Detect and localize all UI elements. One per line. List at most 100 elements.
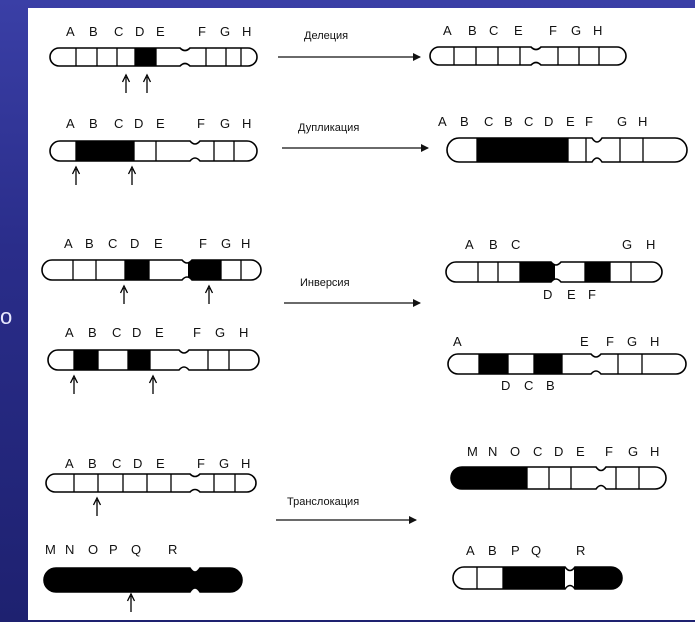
trans-before-top-gene-label: C bbox=[112, 456, 121, 471]
inv2-before-gene-label: B bbox=[88, 325, 97, 340]
del-after-gene-label: F bbox=[549, 23, 557, 38]
inv1-before-gene-label: C bbox=[108, 236, 117, 251]
inv2-after-bottom-gene-label: B bbox=[546, 378, 555, 393]
trans-after-top-gene-label: M bbox=[467, 444, 478, 459]
trans-before-chromosome-2-outline bbox=[43, 567, 243, 593]
trans-before-bottom-gene-label: P bbox=[109, 542, 118, 557]
del-arrow-2-head bbox=[142, 73, 152, 83]
inv1-after-chromosome-band-1 bbox=[585, 262, 610, 282]
trans-before-top-gene-label: E bbox=[156, 456, 165, 471]
figure-canvas: Делеция Дупликация Инверсия Транслокация… bbox=[41, 23, 688, 612]
trans-arrow-2-head bbox=[126, 592, 136, 602]
inv1-after-bottom-gene-label: E bbox=[567, 287, 576, 302]
dup-before-gene-label: A bbox=[66, 116, 75, 131]
inv2-after-top-gene-label: E bbox=[580, 334, 589, 349]
inv1-before-chromosome-bands bbox=[72, 260, 242, 280]
trans-after-top-gene-label: C bbox=[533, 444, 542, 459]
inv1-before-gene-label: H bbox=[241, 236, 250, 251]
trans-after-bottom-gene-label: A bbox=[466, 543, 475, 558]
dup-arrow-1-head bbox=[71, 165, 81, 175]
inv2-after-top-gene-label: H bbox=[650, 334, 659, 349]
trans-after-bottom-gene-label: P bbox=[511, 543, 520, 558]
trans-before-chromosome-1-outline bbox=[45, 473, 257, 493]
inv1-after-top-gene-label: G bbox=[622, 237, 632, 252]
del-before-gene-label: E bbox=[156, 24, 165, 39]
trans-before-top-gene-label: F bbox=[197, 456, 205, 471]
inv1-before-gene-label: D bbox=[130, 236, 139, 251]
trans-before-top-gene-label: A bbox=[65, 456, 74, 471]
dup-after-gene-label: H bbox=[638, 114, 647, 129]
inv2-after-top-gene-label: F bbox=[606, 334, 614, 349]
trans-after-top-gene-label: G bbox=[628, 444, 638, 459]
trans-before-chromosome-2-band-0 bbox=[44, 568, 242, 592]
dup-before-gene-label: E bbox=[156, 116, 165, 131]
del-before-gene-label: C bbox=[114, 24, 123, 39]
del-before-gene-label: H bbox=[242, 24, 251, 39]
dup-after-gene-label: A bbox=[438, 114, 447, 129]
trans-after-chromosome-2 bbox=[452, 566, 623, 590]
inv2-after-top-gene-label: G bbox=[627, 334, 637, 349]
inv1-arrow-2-head bbox=[204, 284, 214, 294]
del-before-gene-label: F bbox=[198, 24, 206, 39]
trans-after-top-gene-label: O bbox=[510, 444, 520, 459]
inv1-after-chromosome bbox=[445, 261, 663, 283]
trans-after-bottom-gene-label: Q bbox=[531, 543, 541, 558]
operation-label-translocation: Транслокация bbox=[287, 496, 359, 508]
inv2-before-chromosome-outline bbox=[47, 349, 260, 371]
chromosome-mutations-figure: Делеция Дупликация Инверсия Транслокация… bbox=[28, 8, 695, 620]
trans-after-top-gene-label: E bbox=[576, 444, 585, 459]
inv1-before-chromosome bbox=[41, 259, 262, 281]
trans-after-bottom-gene-label: R bbox=[576, 543, 585, 558]
trans-after-top-gene-label: H bbox=[650, 444, 659, 459]
inv1-before-gene-label: B bbox=[85, 236, 94, 251]
inv1-after-chromosome-bands bbox=[477, 262, 632, 282]
inv1-after-top-gene-label: A bbox=[465, 237, 474, 252]
del-after-gene-label: B bbox=[468, 23, 477, 38]
trans-before-top-gene-label: G bbox=[219, 456, 229, 471]
inv2-after-chromosome-outline bbox=[447, 353, 687, 375]
trans-before-chromosome-1 bbox=[45, 473, 257, 493]
trans-before-top-gene-label: B bbox=[88, 456, 97, 471]
inv1-arrow-1-head bbox=[119, 284, 129, 294]
del-after-gene-label: H bbox=[593, 23, 602, 38]
inv1-before-gene-label: E bbox=[154, 236, 163, 251]
inv2-after-bottom-gene-label: C bbox=[524, 378, 533, 393]
del-after-chromosome-outline bbox=[429, 46, 627, 66]
inv2-before-gene-label: F bbox=[193, 325, 201, 340]
dup-after-chromosome-band-0 bbox=[477, 138, 568, 162]
dup-before-chromosome-band-0 bbox=[76, 141, 134, 161]
trans-after-top-gene-label: N bbox=[488, 444, 497, 459]
dup-before-gene-label: C bbox=[114, 116, 123, 131]
stray-character: о bbox=[0, 304, 13, 329]
del-after-gene-label: G bbox=[571, 23, 581, 38]
dup-arrow-2-head bbox=[127, 165, 137, 175]
inv2-after-bottom-gene-label: D bbox=[501, 378, 510, 393]
trans-before-chromosome-1-bands bbox=[73, 474, 236, 492]
trans-after-chromosome-2-outline bbox=[452, 566, 623, 590]
dup-after-gene-label: B bbox=[504, 114, 513, 129]
inv1-before-chromosome-outline bbox=[41, 259, 262, 281]
inv2-before-gene-label: A bbox=[65, 325, 74, 340]
del-after-gene-label: C bbox=[489, 23, 498, 38]
del-before-gene-label: G bbox=[220, 24, 230, 39]
trans-arrow-1-head bbox=[92, 496, 102, 506]
inv2-before-chromosome bbox=[47, 349, 260, 371]
dup-before-chromosome-bands bbox=[75, 141, 235, 161]
trans-after-chromosome-1-bands bbox=[451, 467, 640, 489]
dup-after-gene-label: E bbox=[566, 114, 575, 129]
del-after-chromosome bbox=[429, 46, 627, 66]
inv2-after-chromosome-bands bbox=[478, 354, 643, 374]
del-arrow-1-head bbox=[121, 73, 131, 83]
inv1-before-chromosome-band-1 bbox=[188, 260, 221, 280]
trans-after-chromosome-1-band-0 bbox=[451, 467, 527, 489]
del-before-chromosome-outline bbox=[49, 47, 258, 67]
trans-before-bottom-gene-label: R bbox=[168, 542, 177, 557]
trans-before-top-gene-label: H bbox=[241, 456, 250, 471]
dup-after-chromosome-bands bbox=[476, 138, 644, 162]
inv1-before-gene-label: G bbox=[221, 236, 231, 251]
inv2-before-gene-label: G bbox=[215, 325, 225, 340]
inv1-after-top-gene-label: H bbox=[646, 237, 655, 252]
inv1-after-chromosome-outline bbox=[445, 261, 663, 283]
inv2-after-chromosome-band-1 bbox=[534, 354, 562, 374]
del-after-gene-label: E bbox=[514, 23, 523, 38]
